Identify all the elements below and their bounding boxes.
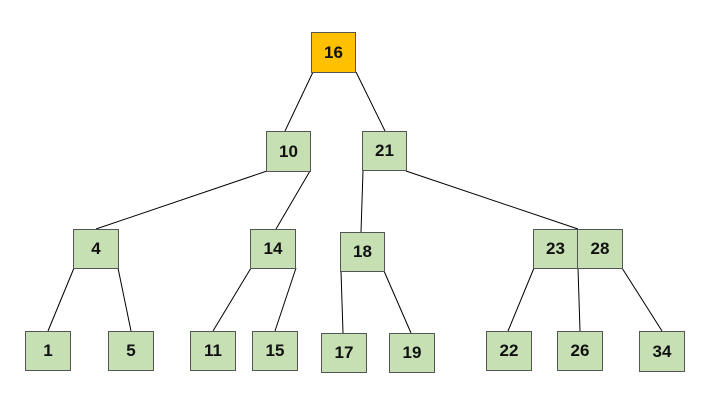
edge-4-1 (47, 267, 75, 332)
edge-4-5 (117, 267, 132, 332)
edge-23-22 (507, 267, 535, 332)
edge-14-11 (212, 267, 252, 332)
tree-node: 11 (190, 331, 236, 371)
tree-node: 23 (533, 229, 578, 269)
edge-16-10 (284, 71, 314, 132)
edge-28-34 (621, 267, 663, 332)
tree-node: 17 (321, 333, 367, 373)
edge-21-23-28 (405, 170, 579, 230)
edge-23-28-26 (577, 267, 581, 332)
tree-node: 19 (389, 333, 435, 373)
edge-18-17 (340, 270, 344, 334)
tree-node: 14 (250, 229, 296, 269)
tree-node: 1 (25, 331, 71, 371)
tree-node: 21 (362, 131, 407, 171)
tree-node: 5 (108, 331, 154, 371)
tree-node: 16 (311, 32, 356, 73)
tree-node: 18 (340, 232, 385, 272)
edge-10-14 (275, 170, 311, 230)
tree-node: 10 (266, 131, 311, 172)
tree-node: 28 (577, 229, 623, 269)
tree-node: 15 (252, 331, 298, 371)
edge-18-19 (383, 270, 412, 334)
edge-10-4 (95, 170, 268, 230)
tree-node: 34 (639, 331, 685, 372)
tree-node: 22 (486, 331, 532, 371)
tree-node: 4 (73, 229, 119, 269)
tree-node: 26 (557, 331, 603, 371)
edge-14-15 (274, 267, 297, 332)
edge-16-21 (355, 71, 386, 132)
edge-21-18 (360, 170, 364, 233)
